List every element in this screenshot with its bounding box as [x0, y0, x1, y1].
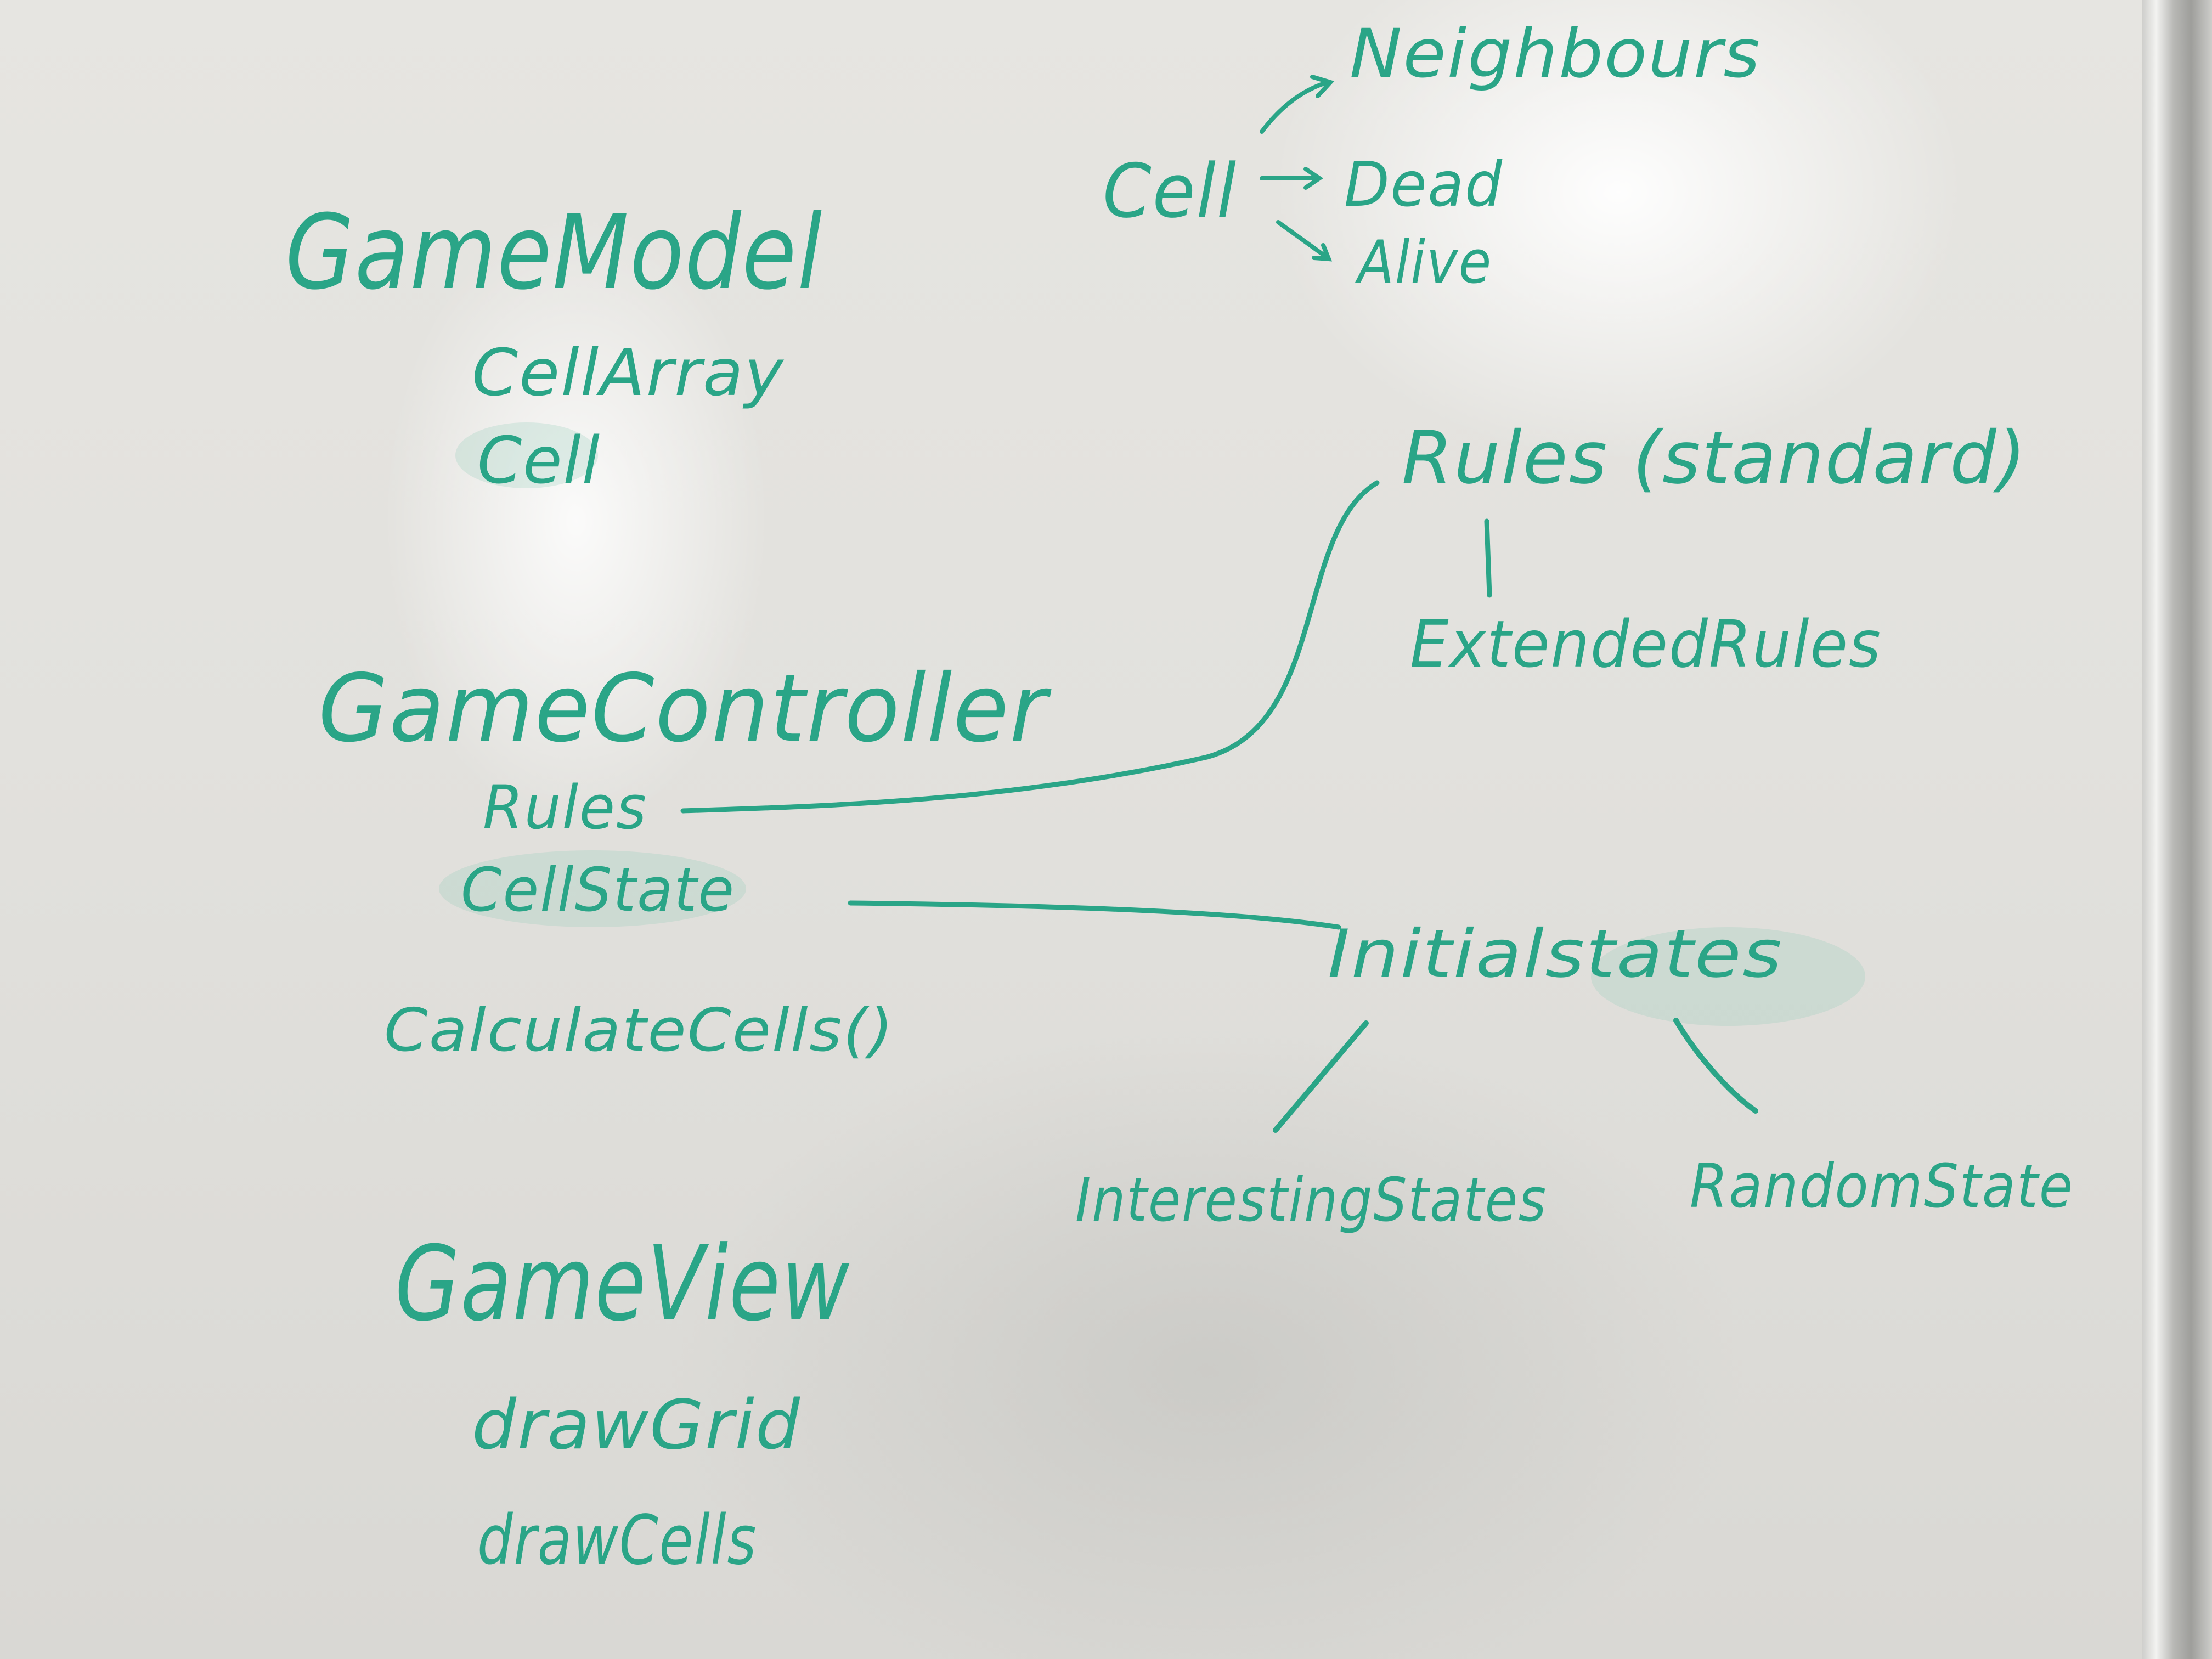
random-state-label: RandomState — [1690, 1151, 2074, 1221]
game-controller-member-calculate-cells: CalculateCells() — [384, 996, 894, 1065]
game-model-member-cell: Cell — [477, 422, 601, 498]
erase-smudge — [455, 422, 598, 488]
cell-branch-neighbours: Neighbours — [1350, 15, 1761, 93]
erase-smudge — [1591, 927, 1865, 1026]
rules-inheritance-line — [1484, 518, 1492, 598]
cellstate-connector-line — [848, 900, 1341, 930]
game-view-member-draw-grid: drawGrid — [472, 1386, 801, 1465]
cell-branch-alive: Alive — [1355, 228, 1492, 297]
game-view-member-draw-cells: drawCells — [477, 1501, 757, 1580]
game-model-member-cell-array: CellArray — [472, 335, 785, 410]
cell-neighbours-arrow — [1260, 75, 1335, 134]
rules-standard-label: Rules (standard) — [1402, 416, 2027, 500]
erase-smudge — [439, 850, 746, 927]
whiteboard-frame — [2142, 0, 2212, 1659]
game-controller-member-cellstate: CellState — [461, 855, 735, 925]
game-model-title: GameModel — [285, 193, 823, 313]
extended-rules-label: ExtendedRules — [1410, 606, 1882, 682]
random-state-branch-line — [1673, 1018, 1758, 1114]
cell-alive-arrow — [1276, 220, 1333, 262]
cell-label: Cell — [1103, 148, 1237, 234]
interesting-states-label: InterestingStates — [1075, 1165, 1547, 1235]
cell-branch-dead: Dead — [1344, 149, 1503, 221]
rules-connector-line — [680, 480, 1380, 814]
interesting-states-branch-line — [1273, 1020, 1369, 1133]
game-view-title: GameView — [395, 1224, 850, 1344]
initial-states-label: Initialstates — [1328, 916, 1783, 992]
game-controller-member-rules: Rules — [483, 772, 647, 843]
game-controller-title: GameController — [318, 654, 1052, 763]
cell-dead-arrow — [1260, 167, 1324, 190]
